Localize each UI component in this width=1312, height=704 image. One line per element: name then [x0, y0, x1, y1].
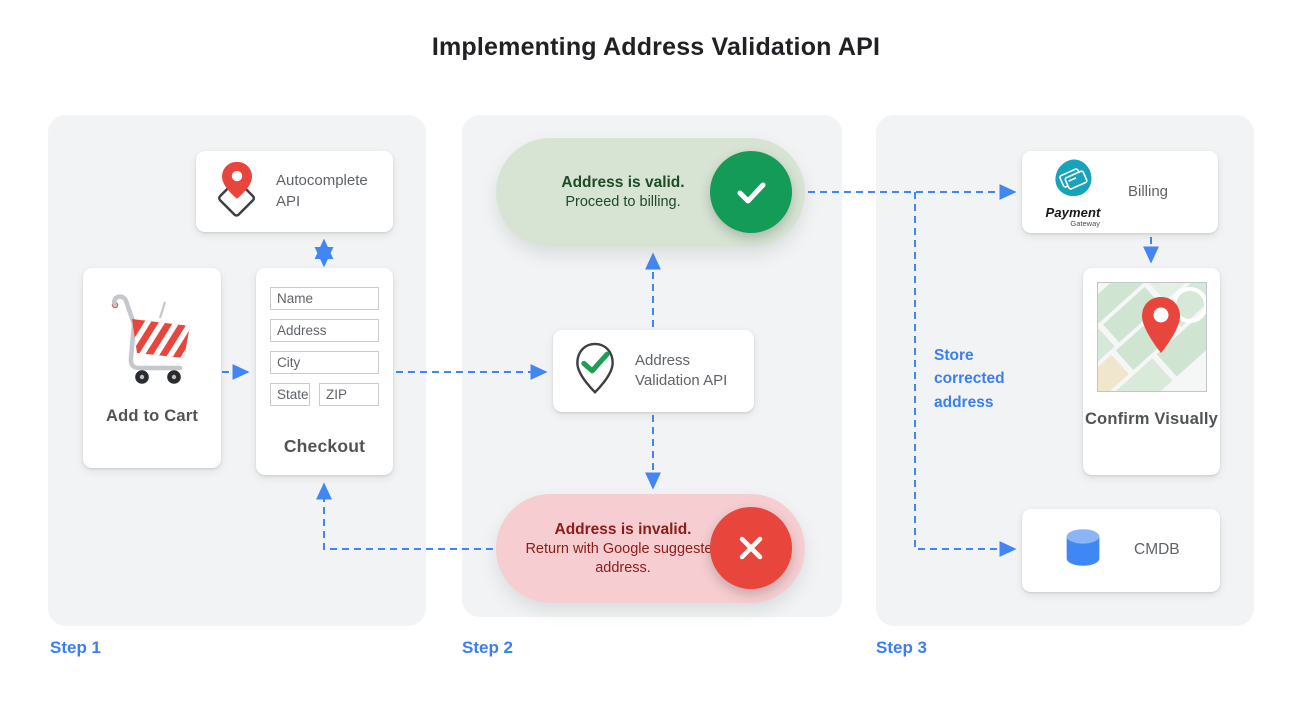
billing-card: Payment Gateway Billing: [1022, 151, 1218, 233]
payment-gateway-logo-title: Payment: [1045, 205, 1101, 220]
add-to-cart-label: Add to Cart: [105, 407, 199, 425]
confirm-visually-card: Confirm Visually: [1083, 268, 1220, 475]
payment-gateway-logo-subtitle: Gateway: [1070, 219, 1100, 228]
step2-label: Step 2: [462, 638, 514, 657]
billing-label: Billing: [1128, 182, 1169, 200]
confirm-visually-label: Confirm Visually: [1084, 410, 1219, 428]
cmdb-label: CMDB: [1134, 541, 1180, 559]
address-invalid-pill: Address is invalid. Return with Google s…: [496, 494, 805, 603]
database-cylinder-icon: [1058, 523, 1108, 578]
check-icon: [710, 151, 792, 233]
invalid-pill-subtitle: Return with Google suggested address.: [525, 540, 721, 576]
address-valid-pill: Address is valid. Proceed to billing.: [496, 138, 805, 247]
checkout-field-address: Address: [270, 319, 379, 342]
checkout-label: Checkout: [283, 436, 366, 456]
add-to-cart-card: Add to Cart: [83, 268, 221, 468]
x-icon: [710, 507, 792, 589]
payment-gateway-logo: Payment Gateway: [1040, 156, 1106, 228]
cmdb-card: CMDB: [1022, 509, 1220, 592]
step3-label: Step 3: [876, 638, 928, 657]
invalid-pill-title: Address is invalid.: [554, 520, 692, 538]
checkout-card: Name Address City State ZIP Checkout: [256, 268, 393, 475]
valid-pill-subtitle: Proceed to billing.: [565, 194, 681, 211]
checkout-field-city: City: [270, 351, 379, 374]
page-title: Implementing Address Validation API: [431, 33, 881, 61]
map-pin-over-diamond-icon: [208, 157, 266, 226]
store-corrected-address-note: Store corrected address: [934, 347, 1005, 411]
map-thumbnail: [1096, 282, 1207, 392]
checkout-field-state: State: [270, 383, 310, 406]
shopping-cart-icon: [102, 294, 202, 392]
address-validation-api-label: Address Validation API: [635, 351, 728, 389]
pin-with-check-icon: [569, 338, 621, 405]
autocomplete-api-label: Autocomplete API: [276, 172, 368, 210]
checkout-field-name: Name: [270, 287, 379, 310]
valid-pill-title: Address is valid.: [561, 174, 685, 191]
step1-label: Step 1: [50, 638, 102, 657]
checkout-field-zip: ZIP: [319, 383, 379, 406]
autocomplete-api-card: Autocomplete API: [196, 151, 393, 232]
address-validation-api-card: Address Validation API: [553, 330, 754, 412]
